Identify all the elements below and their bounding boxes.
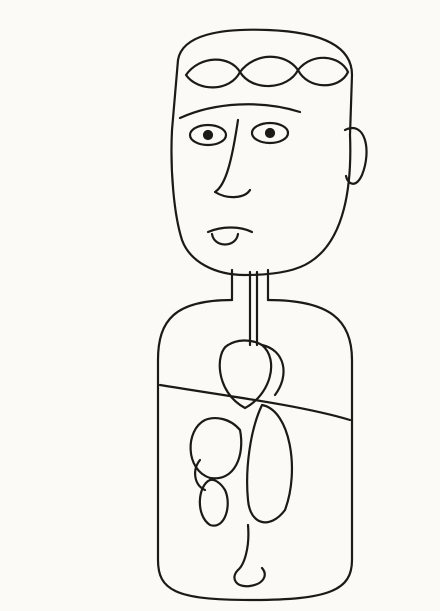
- scalp-cell-1: [186, 60, 240, 88]
- tongue: [212, 234, 238, 245]
- torso-outline: [158, 300, 352, 600]
- trachea: [250, 272, 257, 345]
- intestine-lower: [234, 525, 264, 586]
- nose: [215, 120, 250, 197]
- scalp-cell-3: [298, 58, 348, 85]
- diaphragm: [160, 385, 350, 420]
- mouth: [208, 228, 252, 233]
- scalp-cell-2: [240, 57, 298, 86]
- left-pupil: [204, 131, 212, 139]
- right-pupil: [266, 129, 274, 137]
- liver: [191, 418, 242, 478]
- brow-line: [180, 104, 300, 118]
- head-outline: [171, 30, 352, 275]
- kidney: [200, 480, 228, 526]
- stomach: [247, 405, 292, 522]
